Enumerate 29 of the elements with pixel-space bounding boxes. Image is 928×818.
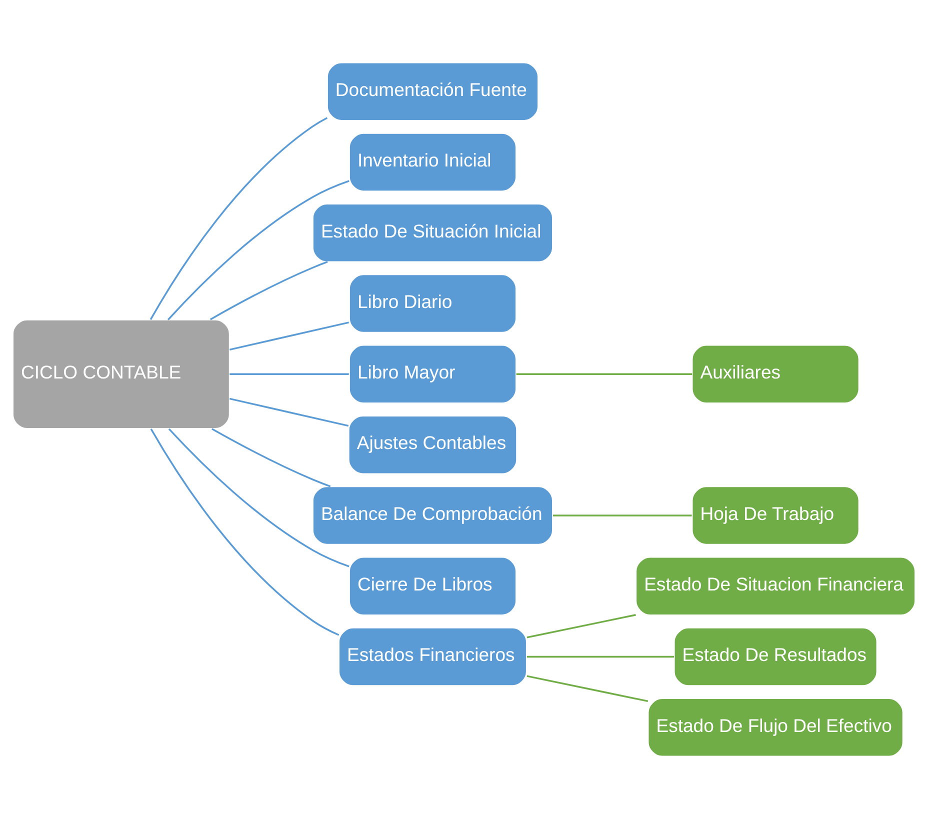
connector — [526, 655, 674, 658]
connector — [150, 428, 340, 636]
connector — [167, 180, 350, 320]
node-box: Auxiliares — [692, 344, 860, 404]
node-box: Hoja De Trabajo — [692, 485, 860, 544]
node-box: Balance De Comprobación — [312, 485, 554, 544]
connector — [230, 372, 349, 375]
node-box: Libro Diario — [348, 274, 517, 333]
node-box: Estado De Situacion Financiera — [635, 556, 916, 616]
connector — [516, 372, 692, 375]
connector — [526, 674, 648, 702]
connector — [229, 321, 350, 350]
connector — [212, 428, 331, 487]
connector — [150, 116, 328, 320]
node-box: Ajustes Contables — [348, 414, 518, 474]
connector — [168, 428, 350, 567]
node-box: Inventario Inicial — [348, 132, 517, 192]
connector — [210, 260, 328, 320]
connector — [229, 397, 349, 426]
node-box: CICLO CONTABLE — [12, 318, 230, 429]
node-box: Documentación Fuente — [326, 62, 539, 121]
connector — [526, 614, 636, 638]
node-box: Libro Mayor — [348, 344, 517, 404]
connector — [552, 514, 692, 516]
node-box: Estado De Situación Inicial — [312, 202, 554, 262]
node-box: Estado De Resultados — [674, 626, 878, 686]
node-box: Cierre De Libros — [348, 556, 517, 616]
node-box: Estado De Flujo Del Efectivo — [648, 697, 904, 756]
node-box: Estados Financieros — [338, 626, 528, 686]
